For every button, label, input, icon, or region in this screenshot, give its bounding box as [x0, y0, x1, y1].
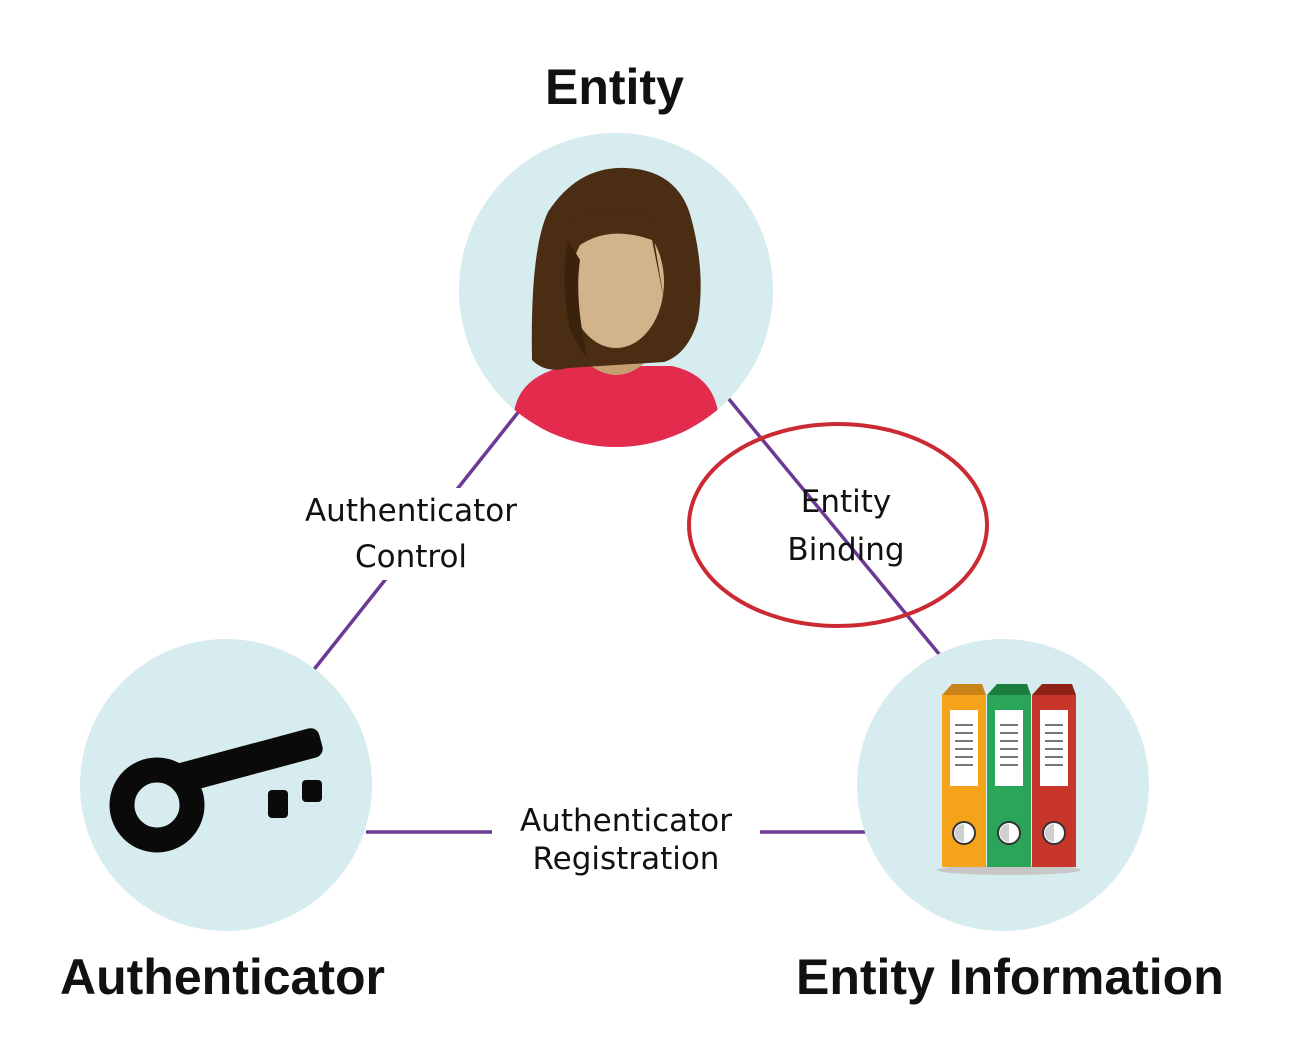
edge-line-entity-binding	[726, 396, 946, 662]
edge-label-line: Entity	[800, 484, 892, 520]
edge-label-line: Authenticator	[304, 493, 518, 529]
edge-label-authenticator-control: Authenticator Control	[276, 488, 546, 580]
edge-label-line: Control	[354, 539, 468, 575]
authenticator-title: Authenticator	[60, 949, 385, 1005]
person-icon	[514, 167, 718, 447]
entity-binding-highlight-ring	[687, 422, 989, 628]
entity-information-title: Entity Information	[796, 949, 1224, 1005]
edge-label-line: Binding	[787, 532, 905, 568]
authenticator-node-circle	[80, 639, 372, 931]
edge-label-line: Registration	[532, 841, 720, 877]
edge-label-line: Authenticator	[519, 803, 733, 839]
edge-label-authenticator-registration: Authenticator Registration	[492, 802, 760, 878]
edge-label-entity-binding: Entity Binding	[768, 478, 924, 574]
key-icon	[109, 728, 323, 853]
binders-icon	[937, 684, 1081, 875]
entity-title: Entity	[545, 59, 684, 115]
